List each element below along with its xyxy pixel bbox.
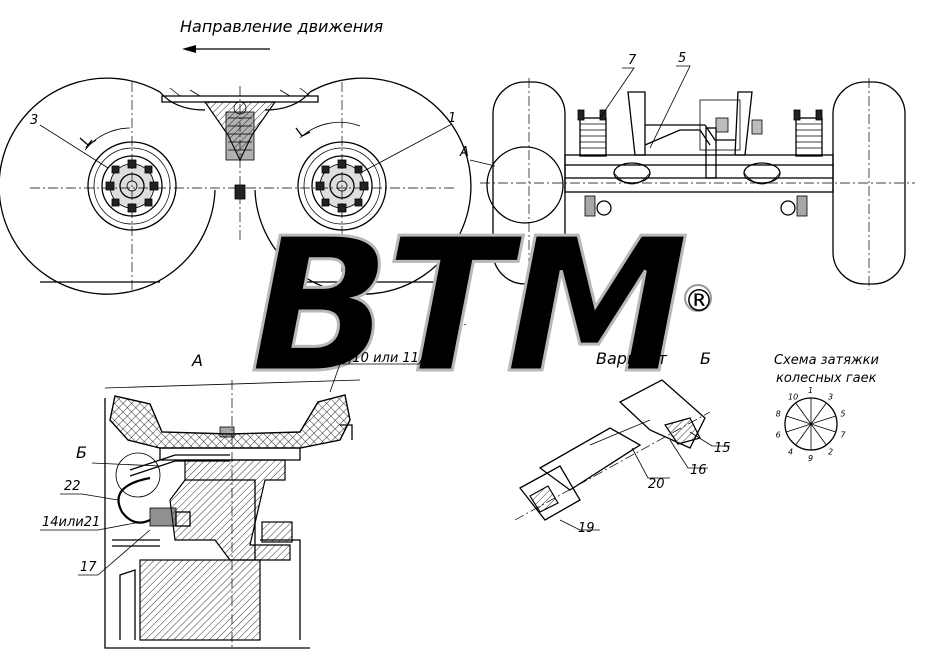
nut-number-4: 4 [788,448,793,457]
callout-9-10-11-12: 9,10 или 11,12 [340,351,440,366]
nut-number-10: 10 [788,392,798,401]
section-a-marker: А [459,145,469,160]
callout-15: 15 [714,441,731,456]
callout-5: 5 [678,51,686,66]
nut-scheme-spokes [786,398,836,450]
nut-spoke [786,423,812,433]
callout-14-or-21: 14или21 [42,515,100,530]
callout-20: 20 [648,477,665,492]
nut-number-1: 1 [808,386,813,395]
nut-spoke [810,423,836,433]
callout-19: 19 [578,521,595,536]
callout-16: 16 [690,463,707,478]
right-spring [793,109,823,157]
left-wheel-tire [0,77,216,295]
callout-22: 22 [64,479,81,494]
nut-spoke [795,423,812,446]
nut-number-6: 6 [776,431,781,440]
nut-spoke [795,402,812,425]
section-a-view: А 9,10 или 11,12 Б 22 14или21 [40,351,440,650]
left-hub [79,127,177,231]
stray-mark: • ¯ [455,323,466,332]
balancer-suspension [161,87,319,200]
nut-number-5: 5 [840,409,845,418]
right-wheel-tire [254,77,472,295]
variant-b-view: Вариант Б 19 20 16 15 [514,349,731,536]
axle-beam [564,177,834,193]
direction-title: Направление движения [180,17,384,36]
nut-spoke [810,415,836,425]
rotation-arrow-right [295,127,311,137]
view-label-b: Б [76,443,87,462]
left-spring [577,109,607,157]
nut-number-7: 7 [840,431,846,440]
registered-mark-circle [684,284,712,312]
callout-7: 7 [628,53,637,68]
direction-arrow-head [182,45,196,53]
nut-number-3: 3 [828,392,833,401]
nut-number-9: 9 [808,454,813,463]
variant-letter: Б [700,349,711,368]
callout-3: 3 [30,113,38,128]
nut-scheme-line2: колесных гаек [776,371,877,386]
watermark-text: BTM [250,198,686,414]
nut-spoke [786,415,812,425]
callout-1: 1 [448,111,456,126]
watermark: BTM ® [249,197,715,416]
section-a-title: А [191,351,203,370]
direction-header: Направление движения [180,17,384,53]
callout-17: 17 [80,560,97,575]
nut-number-8: 8 [776,409,781,418]
rear-view-axle: А 7 5 [459,51,915,290]
nut-spoke [810,402,827,425]
section-a-indicator [486,146,564,224]
nut-spoke [810,423,827,446]
nut-scheme-line1: Схема затяжки [774,353,879,368]
right-hub [295,121,387,231]
variant-word: Вариант [596,349,668,368]
registered-mark: ® [684,284,714,319]
side-view-wheels: 3 1 [0,77,472,295]
nut-number-2: 2 [828,448,833,457]
